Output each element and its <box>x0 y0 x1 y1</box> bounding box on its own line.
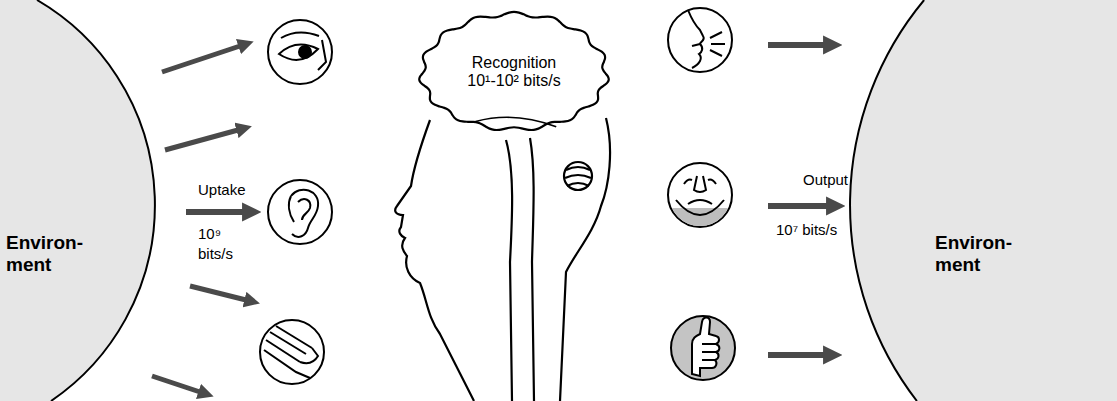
back-of-head <box>560 118 610 401</box>
finger-creases <box>702 344 716 360</box>
lips <box>692 44 700 46</box>
environment-region <box>840 0 1117 401</box>
brain-outline <box>419 12 609 130</box>
hand-finger <box>266 340 300 362</box>
hand-palm <box>264 350 310 378</box>
brain-region: Recognition 10¹-10² bits/s <box>418 8 610 140</box>
environment-label: Environ- ment <box>6 232 102 276</box>
ear-inner <box>298 199 310 220</box>
face-profile <box>395 120 474 401</box>
icon-circle <box>671 316 735 380</box>
face-jaw <box>676 200 724 215</box>
head-profile <box>395 118 610 401</box>
environment-region: Environ- ment <box>840 0 1117 401</box>
eye-nose <box>318 40 326 70</box>
rate-label: 10⁷ bits/s <box>776 220 856 240</box>
environment-fill <box>0 0 155 401</box>
input-arrow <box>165 130 238 150</box>
expression-icon <box>668 163 732 230</box>
eye-shape <box>279 45 318 60</box>
cerebellum-folds <box>565 167 591 186</box>
speech-lines <box>710 32 725 56</box>
input-arrow <box>186 209 244 215</box>
ear-icon <box>268 180 332 244</box>
environment-boundary <box>850 0 924 401</box>
environment-label: Environ- ment <box>935 232 1031 276</box>
environment-boundary <box>37 0 155 401</box>
input-arrows <box>152 46 246 392</box>
input-arrow <box>190 286 246 300</box>
output-arrow <box>768 42 825 48</box>
ear-lobe <box>289 196 294 222</box>
face-profile <box>688 10 704 68</box>
eye-brow <box>281 32 319 38</box>
input-arrow <box>162 46 240 72</box>
gesture-icon <box>671 316 735 380</box>
environment-region <box>0 0 170 401</box>
spinal-cord <box>506 140 512 401</box>
cerebellum <box>564 162 592 190</box>
touch-icon <box>260 320 324 384</box>
icon-circle <box>268 180 332 244</box>
output-arrows <box>768 45 828 355</box>
output-arrow <box>768 203 828 209</box>
thumb-hand <box>692 318 719 377</box>
flow-label: Uptake <box>198 180 278 200</box>
speech-icon <box>668 8 732 72</box>
input-arrow <box>152 376 200 392</box>
hand-finger <box>270 332 306 354</box>
eye-icon <box>268 20 332 84</box>
icon-circle <box>668 8 732 72</box>
spinal-cord <box>530 138 534 401</box>
environment-fill <box>850 0 1117 401</box>
environment-region: Environ- ment <box>0 0 170 401</box>
brain-fold <box>476 117 557 127</box>
region-label: Recognition 10¹-10² bits/s <box>450 54 578 91</box>
flow-label: Output <box>803 170 883 190</box>
face-cheek <box>684 180 716 185</box>
icon-circle <box>260 320 324 384</box>
icon-circle <box>268 20 332 84</box>
hand-finger <box>276 326 312 348</box>
hand-back <box>300 348 318 363</box>
face-mouth <box>688 200 712 204</box>
ear-outer <box>291 190 318 237</box>
face-nose <box>694 176 706 192</box>
output-arrow <box>768 352 825 358</box>
eye-iris <box>299 46 311 58</box>
chin-shade <box>668 208 732 230</box>
rate-label: 10⁹ bits/s <box>198 224 250 264</box>
